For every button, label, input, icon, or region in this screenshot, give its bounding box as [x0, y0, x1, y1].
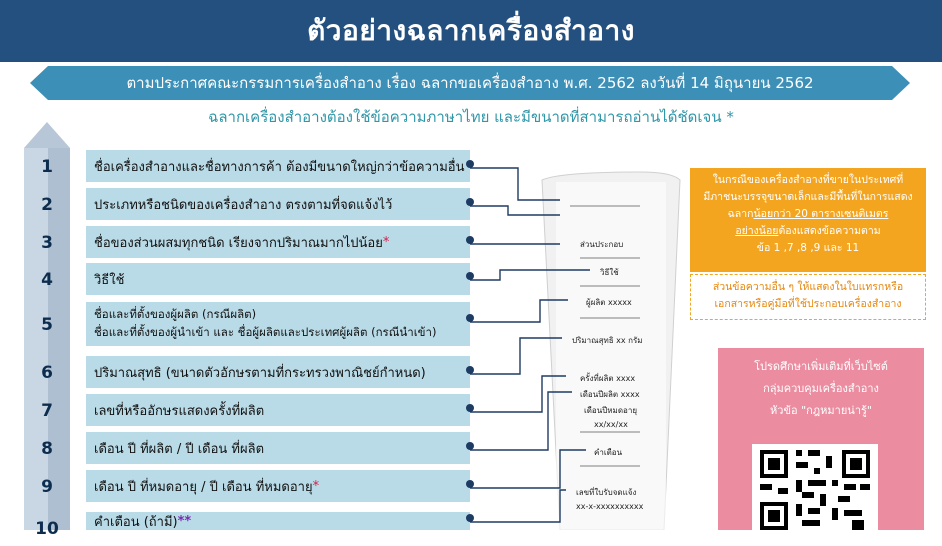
small-package-note: ในกรณีของเครื่องสำอางที่ขายในประเทศที่ ม…: [690, 168, 926, 272]
tube-reg-value: xx-x-xxxxxxxxxx: [576, 502, 644, 511]
connector-dot: [466, 480, 474, 488]
orange-line-5: ข้อ 1 ,7 ,8 ,9 และ 11: [756, 242, 860, 254]
item-number: 1: [41, 157, 53, 177]
orange-line-1: ในกรณีของเครื่องสำอางที่ขายในประเทศที่: [712, 174, 904, 186]
item-number: 9: [41, 477, 53, 497]
pink-line-3: หัวข้อ "กฎหมายน่ารู้": [770, 404, 872, 417]
label-requirement-item: เลขที่หรืออักษรแสดงครั้งที่ผลิต: [86, 394, 470, 426]
number-tower: [24, 122, 70, 530]
connector-lines: [470, 167, 681, 530]
page-header: ตัวอย่างฉลากเครื่องสำอาง: [0, 0, 942, 62]
tube-lot-label: ครั้งที่ผลิต xxxx: [580, 374, 636, 383]
pink-line-1: โปรดศึกษาเพิ่มเติมที่เว็บไซต์: [754, 360, 888, 373]
obox-line-1: ส่วนข้อความอื่น ๆ ให้แสดงในใบแทรกหรือ: [712, 281, 904, 293]
orange-line-3: ฉลากน้อยกว่า 20 ตารางเซนติเมตร: [690, 206, 926, 223]
item-number: 4: [41, 270, 53, 290]
orange-line-3b: น้อยกว่า 20 ตารางเซนติเมตร: [753, 208, 889, 220]
connector-dot: [466, 442, 474, 450]
item-mark: **: [177, 513, 192, 529]
label-requirement-item: ประเภทหรือชนิดของเครื่องสำอาง ตรงตามที่จ…: [86, 188, 470, 220]
label-requirement-item: คำเตือน (ถ้ามี)**: [86, 512, 470, 530]
tube-reg-label: เลขที่ใบรับจดแจ้ง: [576, 488, 637, 497]
qr-code[interactable]: [752, 444, 878, 530]
label-requirement-item: ชื่อและที่ตั้งของผู้ผลิต (กรณีผลิต) ชื่อแ…: [86, 302, 470, 346]
connector-dot: [466, 314, 474, 322]
orange-line-4a: อย่างน้อย: [735, 225, 779, 237]
orange-line-2: มีภาชนะบรรจุขนาดเล็กและมีพื้นที่ในการแสด…: [703, 191, 913, 203]
tube-manufacturer-label: ผู้ผลิต xxxxx: [586, 298, 632, 307]
orange-line-4b: ต้องแสดงข้อความตาม: [778, 225, 881, 237]
connector-dot: [466, 272, 474, 280]
tube-exp-value: xx/xx/xx: [594, 420, 628, 429]
label-requirement-item: ปริมาณสุทธิ (ขนาดตัวอักษรตามที่กระทรวงพา…: [86, 356, 470, 388]
item-mark: *: [382, 234, 390, 250]
tube-warning-label: คำเตือน: [594, 448, 623, 457]
page-title: ตัวอย่างฉลากเครื่องสำอาง: [307, 14, 635, 47]
item-text: ปริมาณสุทธิ (ขนาดตัวอักษรตามที่กระทรวงพา…: [94, 365, 426, 381]
ribbon-shape: [30, 66, 910, 100]
connector-dot: [466, 236, 474, 244]
item-mark: *: [312, 478, 320, 494]
tube-exp-label: เดือนปีหมดอายุ: [584, 406, 638, 415]
item-number: 5: [41, 315, 53, 335]
item-number: 7: [41, 401, 53, 421]
item-text: ประเภทหรือชนิดของเครื่องสำอาง ตรงตามที่จ…: [94, 197, 393, 213]
item-text: คำเตือน (ถ้ามี): [94, 514, 178, 530]
tube-mfg-label: เดือนปีผลิต xxxx: [580, 390, 640, 399]
item-text: ชื่อเครื่องสำอางและชื่อทางการค้า ต้องมีข…: [94, 159, 465, 175]
item-text: วิธีใช้: [94, 272, 125, 288]
subtitle: ฉลากเครื่องสำอางต้องใช้ข้อความภาษาไทย แล…: [208, 108, 734, 126]
orange-line-3a: ฉลาก: [727, 208, 754, 220]
label-requirement-item: ชื่อของส่วนผสมทุกชนิด เรียงจากปริมาณมากไ…: [86, 226, 470, 258]
other-text-note: ส่วนข้อความอื่น ๆ ให้แสดงในใบแทรกหรือ เอ…: [690, 274, 926, 320]
tube-ingredients-label: ส่วนประกอบ: [580, 240, 624, 249]
item-line-1: ชื่อและที่ตั้งของผู้ผลิต (กรณีผลิต): [94, 307, 257, 321]
item-number: 3: [41, 233, 53, 253]
label-requirement-item: เดือน ปี ที่ผลิต / ปี เดือน ที่ผลิต: [86, 432, 470, 464]
item-number: 8: [41, 439, 53, 459]
item-number: 6: [41, 363, 53, 383]
item-text: เดือน ปี ที่ผลิต / ปี เดือน ที่ผลิต: [94, 441, 265, 457]
label-requirement-item: ชื่อเครื่องสำอางและชื่อทางการค้า ต้องมีข…: [86, 150, 470, 182]
connector-dot: [466, 160, 474, 168]
label-requirement-item: เดือน ปี ที่หมดอายุ / ปี เดือน ที่หมดอาย…: [86, 470, 470, 502]
tube-highlight: [556, 182, 666, 530]
ribbon-text: ตามประกาศคณะกรรมการเครื่องสำอาง เรื่อง ฉ…: [126, 74, 814, 92]
connector-dot: [466, 514, 474, 522]
label-requirement-item: วิธีใช้: [86, 263, 470, 295]
orange-line-4: อย่างน้อยต้องแสดงข้อความตาม: [690, 223, 926, 240]
connector-dot: [466, 404, 474, 412]
tube-usage-label: วิธีใช้: [600, 268, 619, 277]
tube-net-label: ปริมาณสุทธิ xx กรัม: [572, 336, 643, 345]
obox-line-2: เอกสารหรือคู่มือที่ใช้ประกอบเครื่องสำอาง: [714, 298, 902, 310]
connector-dot: [466, 366, 474, 374]
qr-code-graphic: [760, 450, 870, 530]
item-text: เดือน ปี ที่หมดอายุ / ปี เดือน ที่หมดอาย…: [94, 479, 313, 495]
regulation-ribbon: ตามประกาศคณะกรรมการเครื่องสำอาง เรื่อง ฉ…: [30, 66, 910, 100]
item-number: 2: [41, 195, 53, 215]
pink-line-2: กลุ่มควบคุมเครื่องสำอาง: [763, 382, 879, 395]
item-text: ชื่อของส่วนผสมทุกชนิด เรียงจากปริมาณมากไ…: [94, 235, 383, 251]
connector-dot: [466, 198, 474, 206]
item-text: เลขที่หรืออักษรแสดงครั้งที่ผลิต: [94, 403, 265, 419]
item-line-2: ชื่อและที่ตั้งของผู้นำเข้า และ ชื่อผู้ผล…: [94, 325, 437, 339]
